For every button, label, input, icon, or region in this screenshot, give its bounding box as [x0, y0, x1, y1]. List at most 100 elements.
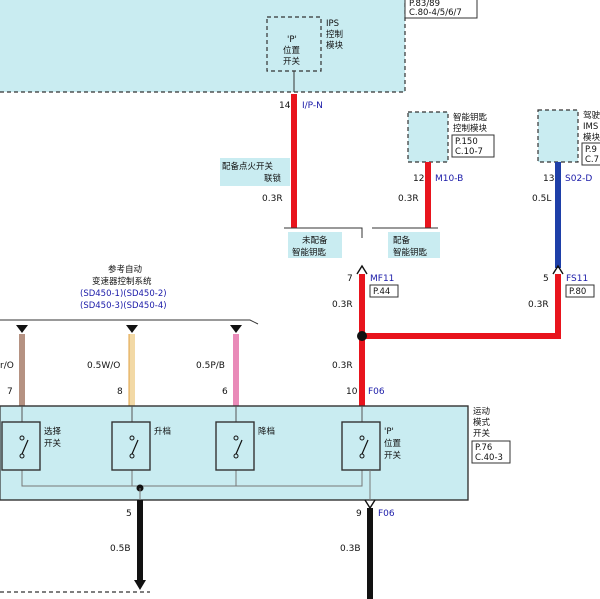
bottom-wire-2-connector: F06 — [378, 509, 395, 519]
smart-key-pin: 12 — [413, 174, 424, 184]
wire-arrow-3 — [230, 325, 242, 333]
auto-trans-title-2: 变速器控制系统 — [92, 276, 152, 287]
ims-title-3: 模块 — [583, 132, 600, 143]
left-wire-1-pin: 7 — [7, 387, 13, 397]
sport-title-1: 运动 — [473, 406, 491, 417]
p-position-lever — [361, 439, 369, 455]
left-wire-2-label: 0.5W/O — [87, 361, 120, 371]
ims-module-box — [537, 109, 579, 163]
downshift-lever — [235, 439, 243, 455]
top-ref-box — [404, 0, 478, 19]
ips-label-3: 模块 — [326, 40, 344, 51]
p-position-label-1: 'P' — [384, 427, 394, 437]
wire-arrow-1 — [16, 325, 28, 333]
fs11-connector-symbol — [552, 264, 564, 275]
ips-note-bg — [220, 158, 290, 186]
upshift-lever — [131, 439, 139, 455]
option-with-bg — [388, 232, 440, 258]
select-switch-contact-top — [19, 435, 25, 441]
smart-key-title-2: 控制模块 — [453, 123, 488, 134]
downshift-label: 降档 — [258, 426, 275, 437]
auto-trans-ref-1: (SD450-1)(SD450-2) — [80, 289, 167, 299]
smart-key-connector: M10-B — [435, 174, 463, 184]
f06-bottom-connector-symbol — [364, 499, 376, 510]
select-switch-lever — [21, 439, 29, 455]
select-switch-contact-bottom — [19, 453, 25, 459]
left-wire-3-pin: 6 — [222, 387, 228, 397]
bottom-wire-2-label: 0.3B — [340, 544, 361, 554]
sport-title-3: 开关 — [473, 428, 491, 439]
smart-key-ref-box — [451, 134, 495, 158]
p-switch-label-2: 位置 — [283, 45, 301, 56]
ips-module-panel — [0, 0, 405, 92]
option-without-bg — [288, 232, 342, 258]
mf11-ref-box — [369, 284, 399, 298]
p-position-contact-bottom — [359, 453, 365, 459]
p-position-label-2: 位置 — [384, 438, 402, 449]
ims-ref-2: C.7 — [585, 155, 599, 165]
ips-note-line-2: 联锁 — [264, 173, 282, 184]
auto-trans-title-1: 参考自动 — [108, 264, 143, 275]
auto-trans-bracket — [0, 319, 259, 325]
ims-connector: S02-D — [565, 174, 592, 184]
mf11-ref: P.44 — [373, 287, 390, 297]
option-without-line-2: 智能钥匙 — [292, 247, 327, 258]
sport-panel-border — [0, 405, 469, 501]
ips-note-line-1: 配备点火开关 — [222, 161, 274, 172]
wire-arrow-2 — [126, 325, 138, 333]
downshift-contact-top — [233, 435, 239, 441]
ips-label-1: IPS — [326, 19, 339, 29]
p-position-label-3: 开关 — [384, 450, 402, 461]
ims-title-2: IMS — [583, 122, 598, 132]
ims-ref-box — [581, 142, 600, 166]
smart-key-wire-label: 0.3R — [398, 194, 419, 204]
select-switch-label-2: 开关 — [44, 438, 62, 449]
switch-input-leads — [21, 406, 363, 422]
fs11-connector: FS11 — [566, 274, 588, 284]
f06-wire-label: 0.3R — [332, 361, 353, 371]
ims-wire-label: 0.5L — [532, 194, 551, 204]
sport-ref-box — [471, 440, 511, 464]
ips-pin: 14 — [279, 101, 291, 111]
select-switch-label-1: 选择 — [44, 426, 62, 437]
mf11-wire-label: 0.3R — [332, 300, 353, 310]
upshift-switch-box — [111, 421, 151, 471]
left-wire-2-pin: 8 — [117, 387, 123, 397]
ips-wire-label: 0.3R — [262, 194, 283, 204]
mf11-connector: MF11 — [370, 274, 394, 284]
bottom-wire-2-pin: 9 — [356, 509, 362, 519]
left-wire-3-label: 0.5P/B — [196, 361, 225, 371]
mf11-pin: 7 — [347, 274, 353, 284]
fs11-red-wire — [362, 274, 561, 339]
upshift-contact-bottom — [129, 453, 135, 459]
downshift-contact-bottom — [233, 453, 239, 459]
fs11-ref-box — [565, 284, 595, 298]
ims-ref-1: P.9 — [585, 145, 597, 155]
upshift-label: 升档 — [154, 426, 171, 437]
option-bracket-left — [284, 227, 363, 238]
select-switch-box — [1, 421, 41, 471]
sport-ref-1: P.76 — [475, 443, 492, 453]
mf11-connector-symbol — [356, 264, 368, 275]
option-with-line-1: 配备 — [393, 235, 411, 246]
option-without-line-1: 未配备 — [302, 235, 328, 246]
fs11-ref: P.80 — [569, 287, 586, 297]
top-ref-line-2: C.80-4/5/6/7 — [409, 8, 462, 18]
smart-key-module-box — [407, 111, 449, 163]
bottom-wire-1-label: 0.5B — [110, 544, 131, 554]
smart-key-ref-2: C.10-7 — [455, 147, 483, 157]
f06-top-connector: F06 — [368, 387, 385, 397]
sport-ref-2: C.40-3 — [475, 453, 503, 463]
smart-key-title-1: 智能钥匙 — [453, 112, 488, 123]
auto-trans-ref-2: (SD450-3)(SD450-4) — [80, 301, 167, 311]
p-position-contact-top — [359, 435, 365, 441]
p-position-switch-box — [341, 421, 381, 471]
black-wire-1-arrow — [134, 580, 146, 590]
p-switch-label-3: 开关 — [283, 56, 301, 67]
p-switch-label-1: 'P' — [287, 35, 297, 45]
ips-module-border — [0, 0, 406, 93]
ims-title-1: 驾驶 — [583, 110, 600, 121]
sport-title-2: 模式 — [473, 417, 491, 428]
downshift-switch-box — [215, 421, 255, 471]
